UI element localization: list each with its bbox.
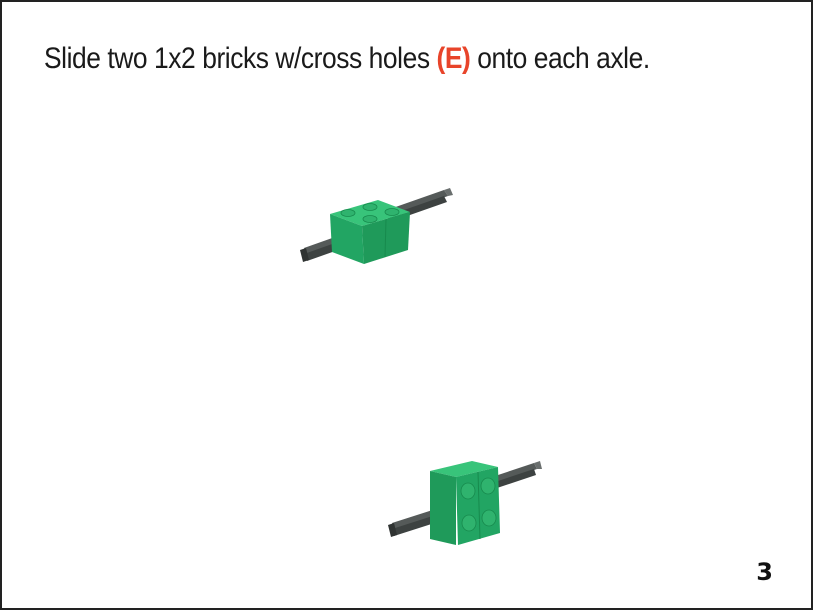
axle-back (492, 461, 542, 489)
part-reference-label: (E) (436, 42, 470, 75)
instruction-text-after: onto each axle. (470, 42, 649, 75)
instruction-text-before: Slide two 1x2 bricks w/cross holes (44, 42, 436, 75)
axle-with-brick-top-view (292, 182, 472, 272)
green-brick (330, 200, 410, 264)
green-brick (430, 461, 500, 545)
page-number: 3 (756, 558, 773, 586)
axle-with-brick-front-view (382, 447, 552, 557)
instruction-text: Slide two 1x2 bricks w/cross holes (E) o… (44, 42, 650, 76)
